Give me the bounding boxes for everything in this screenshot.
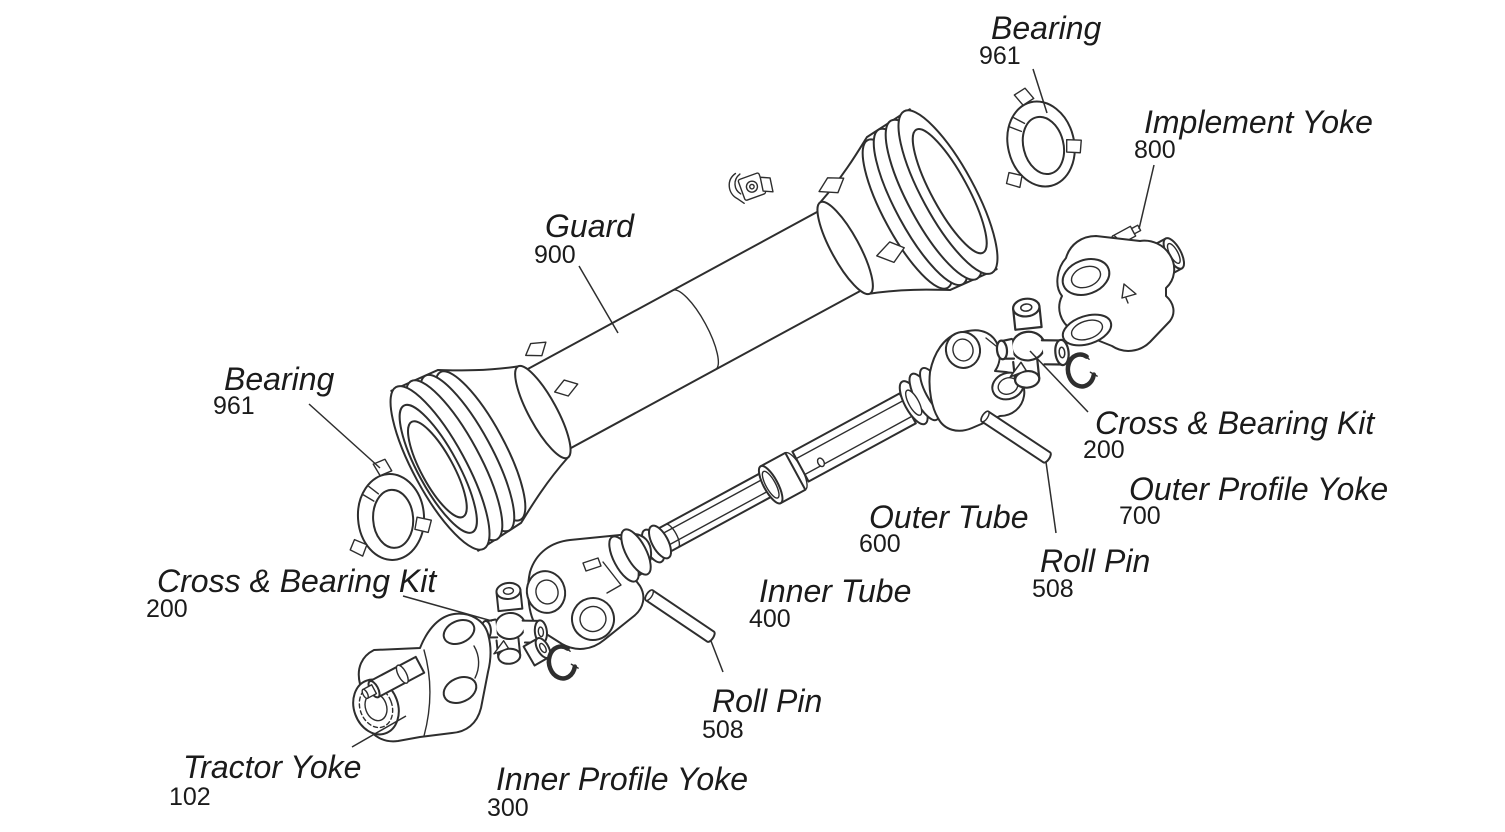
leader-bearing-top [1032,68,1048,114]
roll-pin-right [978,409,1054,465]
label-bearing-left-number: 961 [213,392,255,420]
guard-assembly [389,108,999,552]
inner-profile-yoke [525,524,673,650]
loose-bearing-cup [522,637,552,667]
outer-tube [791,392,917,483]
label-guard-number: 900 [534,241,576,269]
guard-clip [728,172,774,205]
tube-bushing [757,451,808,505]
label-inner-profile-yoke-number: 300 [487,794,529,822]
label-roll-pin-right-number: 508 [1032,575,1074,603]
leader-bearing-left [308,403,381,469]
label-cross-kit-left-number: 200 [146,595,188,623]
label-implement-yoke-name: Implement Yoke [1144,104,1373,140]
tractor-yoke [352,612,492,743]
label-guard-name: Guard [545,208,635,244]
label-inner-tube-name: Inner Tube [759,573,911,609]
leader-implement-yoke [1138,164,1155,230]
label-cross-kit-left-name: Cross & Bearing Kit [157,563,437,599]
label-roll-pin-right-name: Roll Pin [1040,543,1150,579]
label-roll-pin-bottom-number: 508 [702,716,744,744]
implement-yoke [1056,224,1185,352]
label-inner-tube-number: 400 [749,605,791,633]
leader-roll-pin-right [1045,461,1057,534]
label-inner-profile-yoke-name: Inner Profile Yoke [496,761,748,797]
leader-tractor-yoke [351,715,407,748]
leader-roll-pin-bottom [710,640,724,673]
outer-profile-yoke [928,329,1026,432]
label-bearing-top-number: 961 [979,42,1021,70]
label-tractor-yoke-number: 102 [169,783,211,811]
label-outer-profile-yoke-name: Outer Profile Yoke [1129,471,1388,507]
label-cross-kit-right-name: Cross & Bearing Kit [1095,405,1375,441]
label-bearing-left-name: Bearing [224,361,335,397]
snap-ring-right [1065,352,1098,388]
label-outer-tube-name: Outer Tube [869,499,1028,535]
bearing-top [984,77,1092,198]
label-implement-yoke-number: 800 [1134,136,1176,164]
label-roll-pin-bottom-name: Roll Pin [712,683,822,719]
label-bearing-top-name: Bearing [991,10,1102,46]
label-tractor-yoke-name: Tractor Yoke [183,749,361,785]
labels: Bearing 961 Implement Yoke 800 Guard 900… [146,10,1388,822]
leader-cross-kit-right [1029,350,1089,413]
label-outer-tube-number: 600 [859,530,901,558]
label-cross-kit-right-number: 200 [1083,436,1125,464]
snap-ring-left [546,644,579,680]
leader-cross-kit-left [402,595,493,622]
roll-pin-bottom [642,587,718,645]
label-outer-profile-yoke-number: 700 [1119,502,1161,530]
leader-guard [578,265,619,334]
